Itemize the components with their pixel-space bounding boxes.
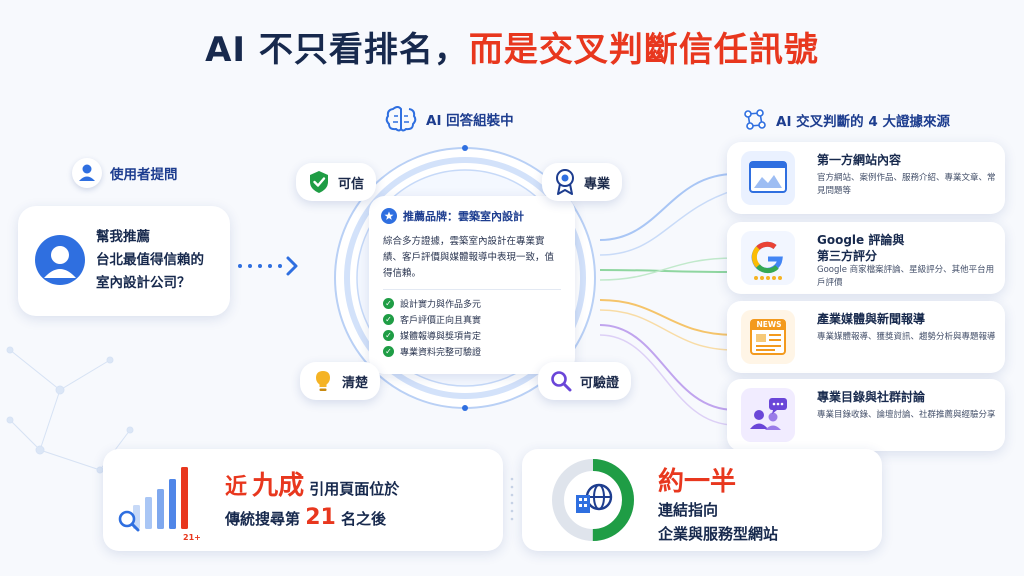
source-desc: Google 商家檔案評論、星級評分、其他平台用戶評價 [817,265,995,288]
recommendation-header: 推薦品牌：雲築室內設計 [381,208,524,224]
source-title: 專業目錄與社群討論 [817,390,926,404]
center-label: AI 回答組裝中 [384,104,514,134]
arrow-right-icon [238,256,298,276]
check-item: ✓客戶評價正向且真實 [383,311,481,327]
stat-links-line1: 連結指向 [658,501,719,519]
google-icon [741,231,795,285]
source-title: Google 評論與 第三方評分 [817,233,905,263]
stat-card-ranking: 21+ 近 九成 引用頁面位於 傳統搜尋第 21 名之後 [103,449,503,551]
star-badge-icon [381,208,397,224]
award-ribbon-icon [556,169,574,195]
donut-fill [552,459,634,541]
badge-trust: 可信 [296,163,377,201]
bar-chart-icon [118,467,188,532]
magnifier-icon [551,371,572,392]
source-card-website: 第一方網站內容 官方網站、案例作品、服務介紹、專業文章、常見問題等 [727,142,1005,214]
source-card-news: NEWS 產業媒體與新聞報導 專業媒體報導、獲獎資訊、趨勢分析與專題報導 [727,301,1005,373]
stat-card-links: 約一半 連結指向 企業與服務型網站 [522,449,882,551]
brain-icon [385,106,417,132]
sources-label-text: AI 交叉判斷的 4 大證據來源 [776,114,950,130]
badge-clear: 清楚 [300,362,381,400]
dotted-divider [510,477,514,521]
page-title: AI 不只看排名，而是交叉判斷信任訊號 [0,22,1024,71]
source-desc: 專業目錄收錄、論壇討論、社群推薦與經驗分享 [817,410,996,420]
user-section-label: 使用者提問 [72,158,178,188]
user-section-label-text: 使用者提問 [110,167,178,183]
community-icon [741,388,795,442]
center-label-text: AI 回答組裝中 [426,113,514,129]
website-icon [741,151,795,205]
lightbulb-icon [316,371,330,391]
check-icon: ✓ [383,345,394,357]
divider [383,289,561,290]
check-item: ✓媒體報導與獎項肯定 [383,327,481,343]
chart-tag: 21+ [183,533,201,542]
globe-building-icon [576,483,613,513]
avatar [35,235,85,285]
user-question-bubble: 幫我推薦 台北最值得信賴的 室內設計公司？ [18,206,230,316]
badge-expert: 專業 [542,163,623,201]
title-part-red: 而是交叉判斷信任訊號 [468,30,819,70]
shield-check-icon [310,171,328,193]
recommendation-card: 推薦品牌：雲築室內設計 綜合多方證據，雲築室內設計在專業實績、客戶評價與媒體報導… [369,196,575,374]
check-list: ✓設計實力與作品多元 ✓客戶評價正向且真實 ✓媒體報導與獎項肯定 ✓專業資料完整… [383,295,481,359]
stat-links-big: 約一半 [658,467,737,497]
source-title: 產業媒體與新聞報導 [817,312,926,326]
source-desc: 官方網站、案例作品、服務介紹、專業文章、常見問題等 [817,173,996,196]
check-icon: ✓ [383,313,394,325]
stat-ranking-line2: 傳統搜尋第 21 名之後 [225,505,386,530]
news-icon: NEWS [741,310,795,364]
source-desc: 專業媒體報導、獲獎資訊、趨勢分析與專題報導 [817,332,996,342]
title-part-dark: AI 不只看排名， [205,30,469,70]
check-icon: ✓ [383,297,394,309]
source-card-community: 專業目錄與社群討論 專業目錄收錄、論壇討論、社群推薦與經驗分享 [727,379,1005,451]
news-badge-text: NEWS [756,320,782,329]
badge-verifiable: 可驗證 [538,362,632,400]
user-question-text: 幫我推薦 台北最值得信賴的 室內設計公司？ [96,229,204,291]
half-donut-chart [552,459,634,541]
check-item: ✓設計實力與作品多元 [383,295,481,311]
check-icon: ✓ [383,329,394,341]
stat-ranking-line1: 近 九成 引用頁面位於 [225,471,400,501]
source-title: 第一方網站內容 [817,153,902,167]
check-item: ✓專業資料完整可驗證 [383,343,481,359]
source-card-google: Google 評論與 第三方評分 Google 商家檔案評論、星級評分、其他平台… [727,222,1005,294]
user-icon [72,158,102,188]
source-connectors [600,173,735,426]
sources-label: AI 交叉判斷的 4 大證據來源 [742,108,950,132]
recommendation-title: 推薦品牌：雲築室內設計 [403,210,524,223]
stat-links-line2: 企業與服務型網站 [658,525,779,543]
recommendation-body: 綜合多方證據，雲築室內設計在專業實績、客戶評價與媒體報導中表現一致，值得信賴。 [383,236,555,279]
network-icon [744,109,766,130]
